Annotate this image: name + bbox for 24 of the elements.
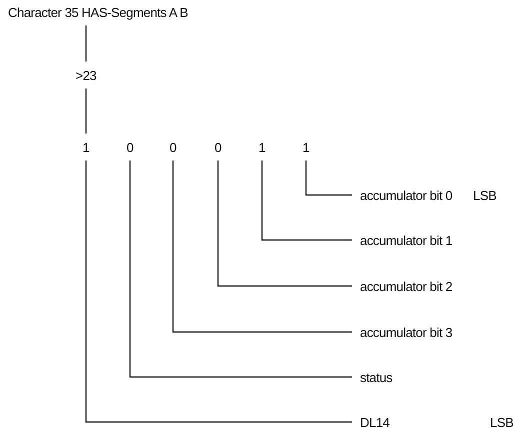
bit-value: 0: [126, 140, 134, 154]
connector-line: [261, 160, 352, 241]
bit-value: 0: [214, 140, 222, 154]
bit-value: 1: [258, 140, 266, 154]
note-text: LSB: [473, 188, 496, 202]
connector-line: [217, 160, 352, 287]
connector-line: [172, 160, 352, 333]
signal-label: accumulator bit 0: [360, 188, 452, 202]
connector-line: [305, 160, 352, 196]
condition-label: >23: [76, 68, 96, 82]
connector-line: [85, 88, 87, 134]
connector-line: [85, 160, 352, 423]
signal-label: accumulator bit 2: [360, 278, 452, 294]
signal-label: accumulator bit 3: [360, 324, 452, 340]
signal-label: DL14: [360, 414, 390, 430]
connector-line: [85, 26, 87, 62]
note-text: LSB: [490, 414, 514, 430]
signal-label: status: [360, 370, 392, 384]
bit-value: 0: [170, 140, 176, 154]
connector-line: [129, 160, 352, 378]
heading-text: Character 35 HAS-Segments A B: [8, 4, 188, 20]
signal-label: accumulator bit 1: [360, 232, 452, 248]
bit-value: 1: [302, 140, 310, 154]
bit-value: 1: [82, 140, 90, 154]
